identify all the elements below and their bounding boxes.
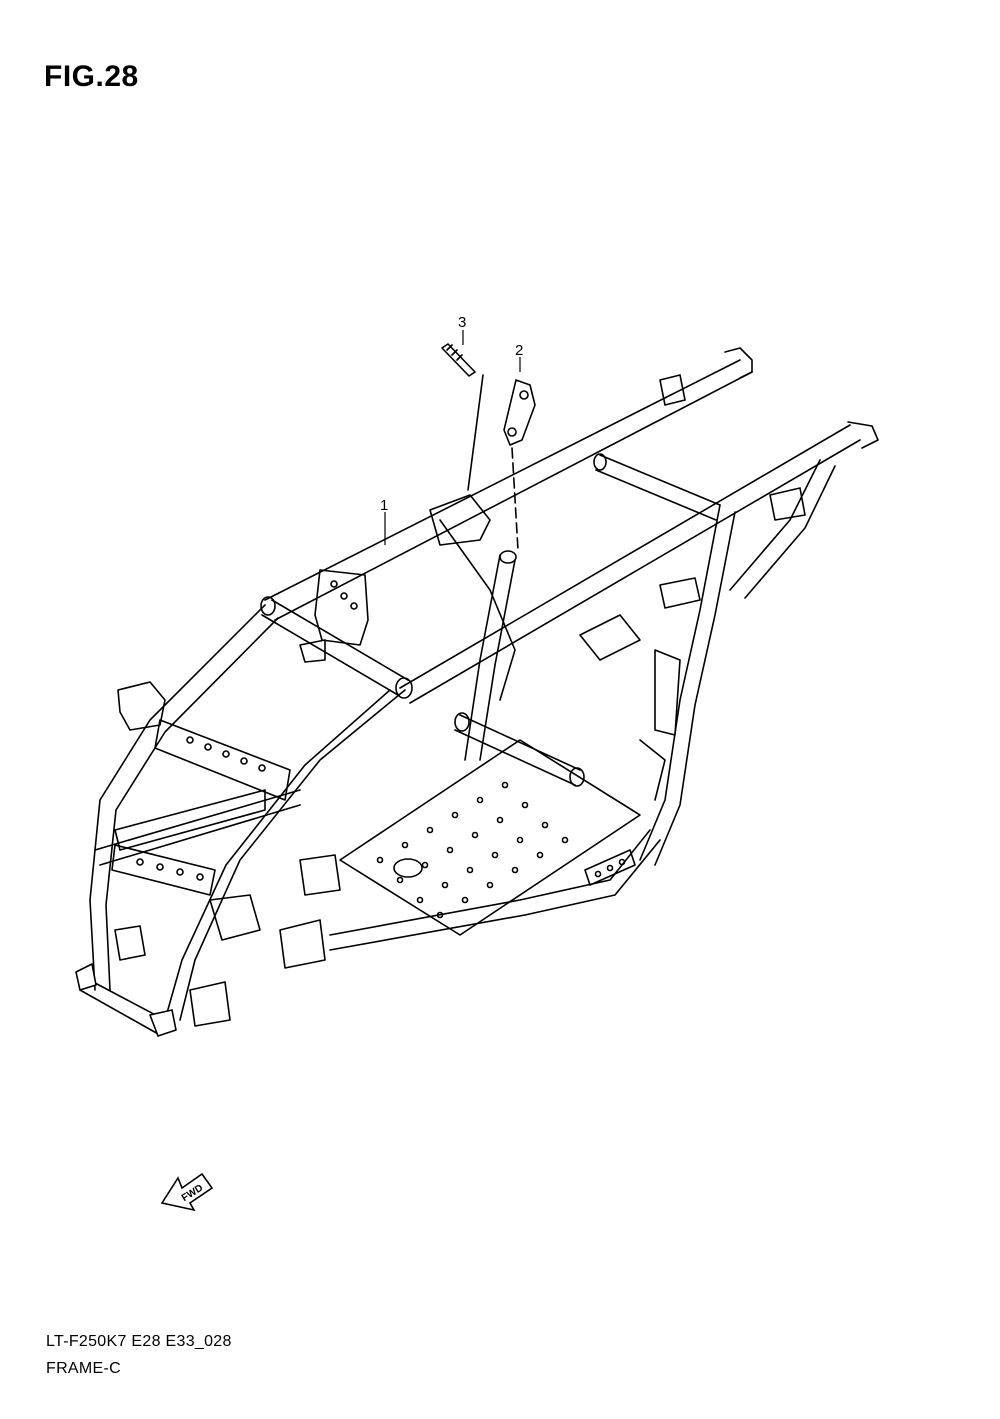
frame-drawing (75, 347, 879, 1037)
callout-1: 1 (380, 497, 388, 514)
figure-name: FRAME-C (46, 1360, 121, 1377)
bracket-part (503, 379, 536, 551)
figure-title: FIG.28 (44, 60, 139, 93)
bolt-part (441, 343, 484, 491)
callout-3: 3 (458, 314, 466, 331)
fwd-arrow-icon: FWD (160, 1172, 214, 1212)
figure-code: LT-F250K7 E28 E33_028 (46, 1333, 232, 1350)
callout-2: 2 (515, 342, 523, 359)
